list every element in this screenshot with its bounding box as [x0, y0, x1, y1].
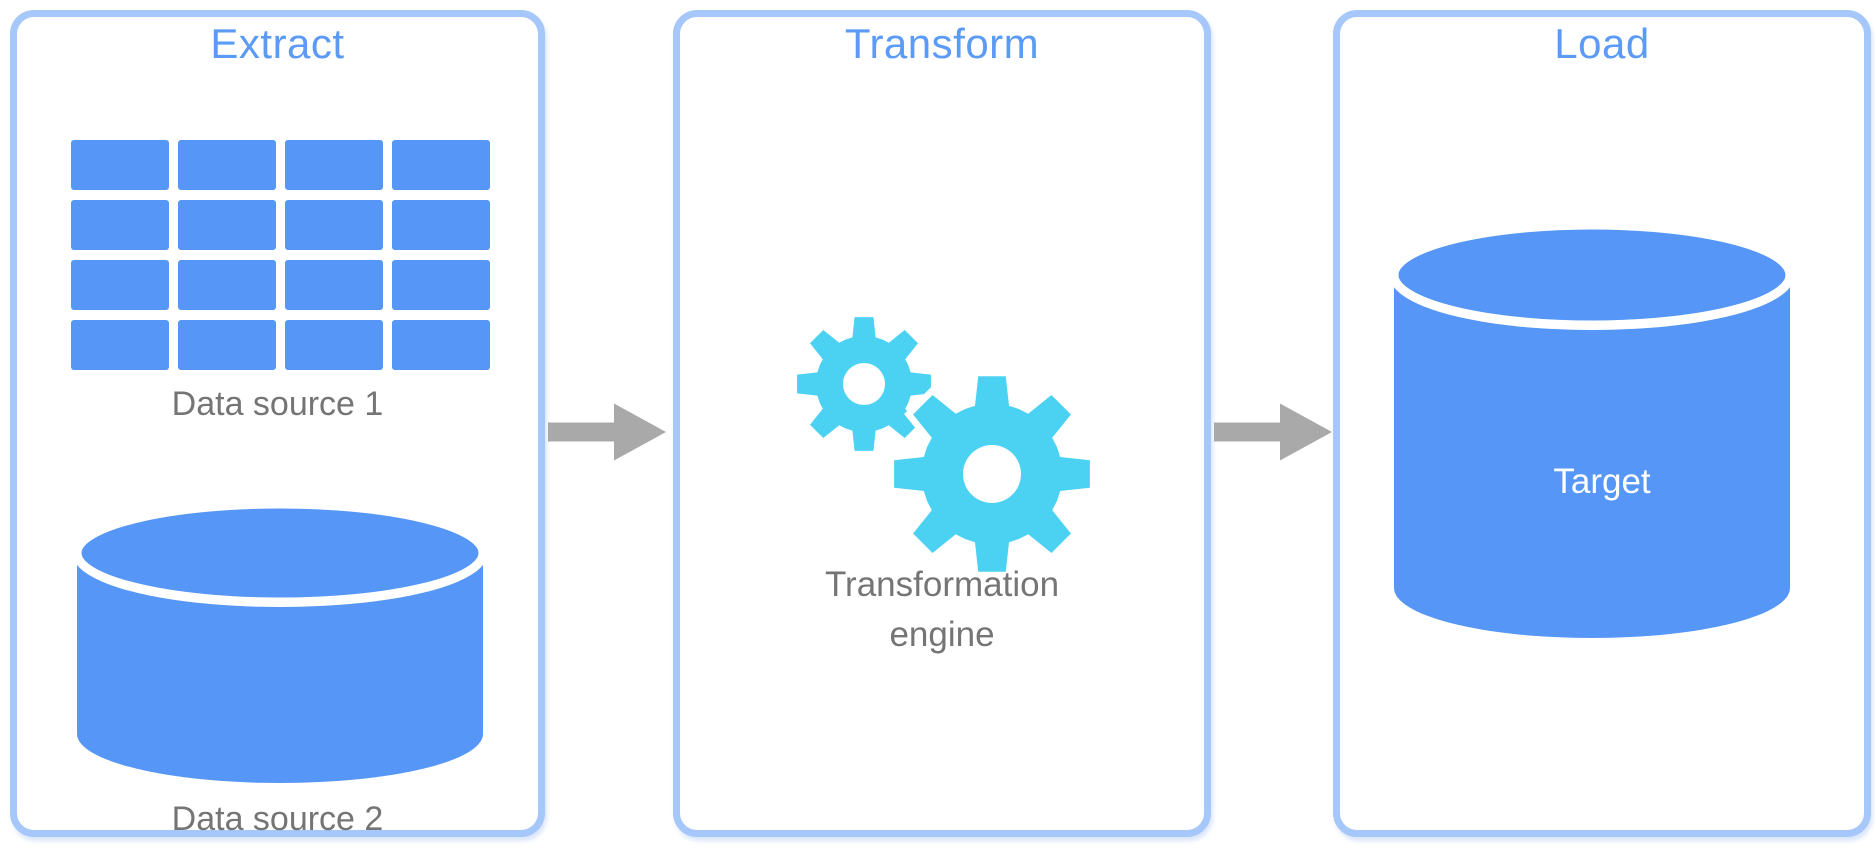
table-cell: [285, 320, 383, 370]
transformation-engine-label-line2: engine: [889, 615, 995, 654]
extract-panel-title: Extract: [210, 20, 345, 67]
large-gear-hole: [963, 445, 1021, 503]
table-cell: [178, 320, 276, 370]
data-source-2-label: Data source 2: [171, 800, 384, 838]
table-cell: [71, 260, 169, 310]
database-cylinder-icon: [72, 499, 488, 783]
table-cell: [71, 320, 169, 370]
table-cell: [178, 200, 276, 250]
database-cylinder-icon: [1389, 222, 1795, 638]
table-cell: [392, 200, 490, 250]
transform-panel-title: Transform: [844, 20, 1040, 67]
table-cell: [178, 260, 276, 310]
right-arrow-icon: [1214, 403, 1332, 461]
table-cell: [285, 200, 383, 250]
transformation-engine-label-line1: Transformation: [824, 565, 1060, 604]
table-cell: [392, 260, 490, 310]
gears-icon: [797, 317, 1100, 595]
table-cell: [71, 140, 169, 190]
right-arrow-icon: [548, 403, 666, 461]
table-grid-icon: [71, 140, 490, 370]
load-panel-title: Load: [1554, 20, 1650, 67]
transformation-engine-label: Transformation engine: [673, 560, 1211, 660]
table-cell: [285, 140, 383, 190]
table-cell: [392, 140, 490, 190]
table-cell: [392, 320, 490, 370]
table-cell: [71, 200, 169, 250]
table-cell: [285, 260, 383, 310]
target-label: Target: [1553, 462, 1651, 501]
table-cell: [178, 140, 276, 190]
small-gear-hole: [843, 363, 885, 405]
data-source-1-label: Data source 1: [171, 385, 384, 423]
